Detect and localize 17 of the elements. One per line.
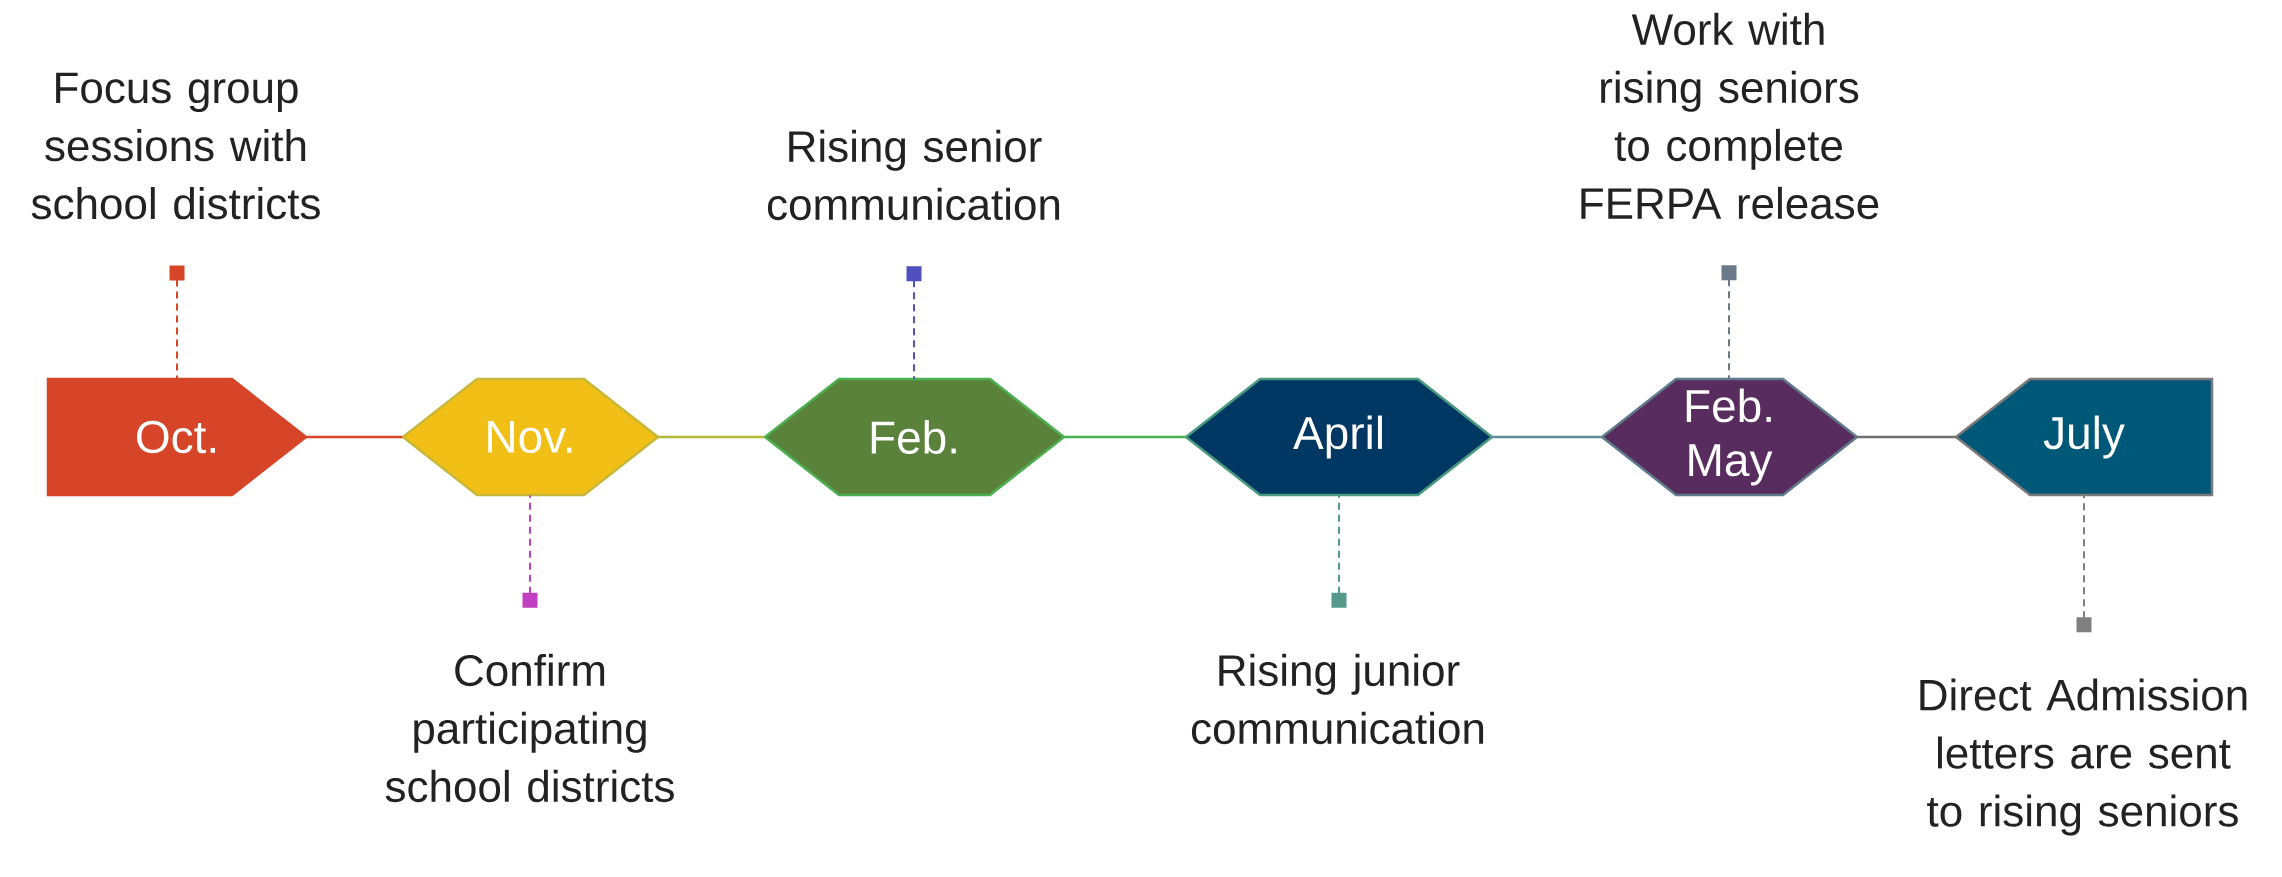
- connector-line: [1856, 435, 1956, 439]
- connector-line: [1063, 435, 1186, 439]
- timeline-text: Rising junior communication: [1191, 653, 1484, 745]
- timeline-text: Focus group sessions with school districts: [31, 72, 320, 220]
- leader-line: [2076, 494, 2092, 633]
- leader-line: [1721, 265, 1737, 380]
- leader-line: [1331, 494, 1347, 608]
- timeline-text: Rising senior communication: [767, 129, 1060, 221]
- connector-line: [1492, 435, 1602, 439]
- connector-line: [657, 435, 765, 439]
- timeline-text: Work with rising seniors to complete FERPA release: [1581, 12, 1879, 220]
- leader-line: [522, 494, 538, 608]
- timeline-text: Direct Admission letters are sent to rising seniors: [1920, 678, 2247, 836]
- connector-line: [306, 435, 403, 439]
- timeline-text: Confirm participating school districts: [385, 653, 674, 803]
- leader-line: [906, 266, 922, 380]
- leader-line: [169, 265, 185, 380]
